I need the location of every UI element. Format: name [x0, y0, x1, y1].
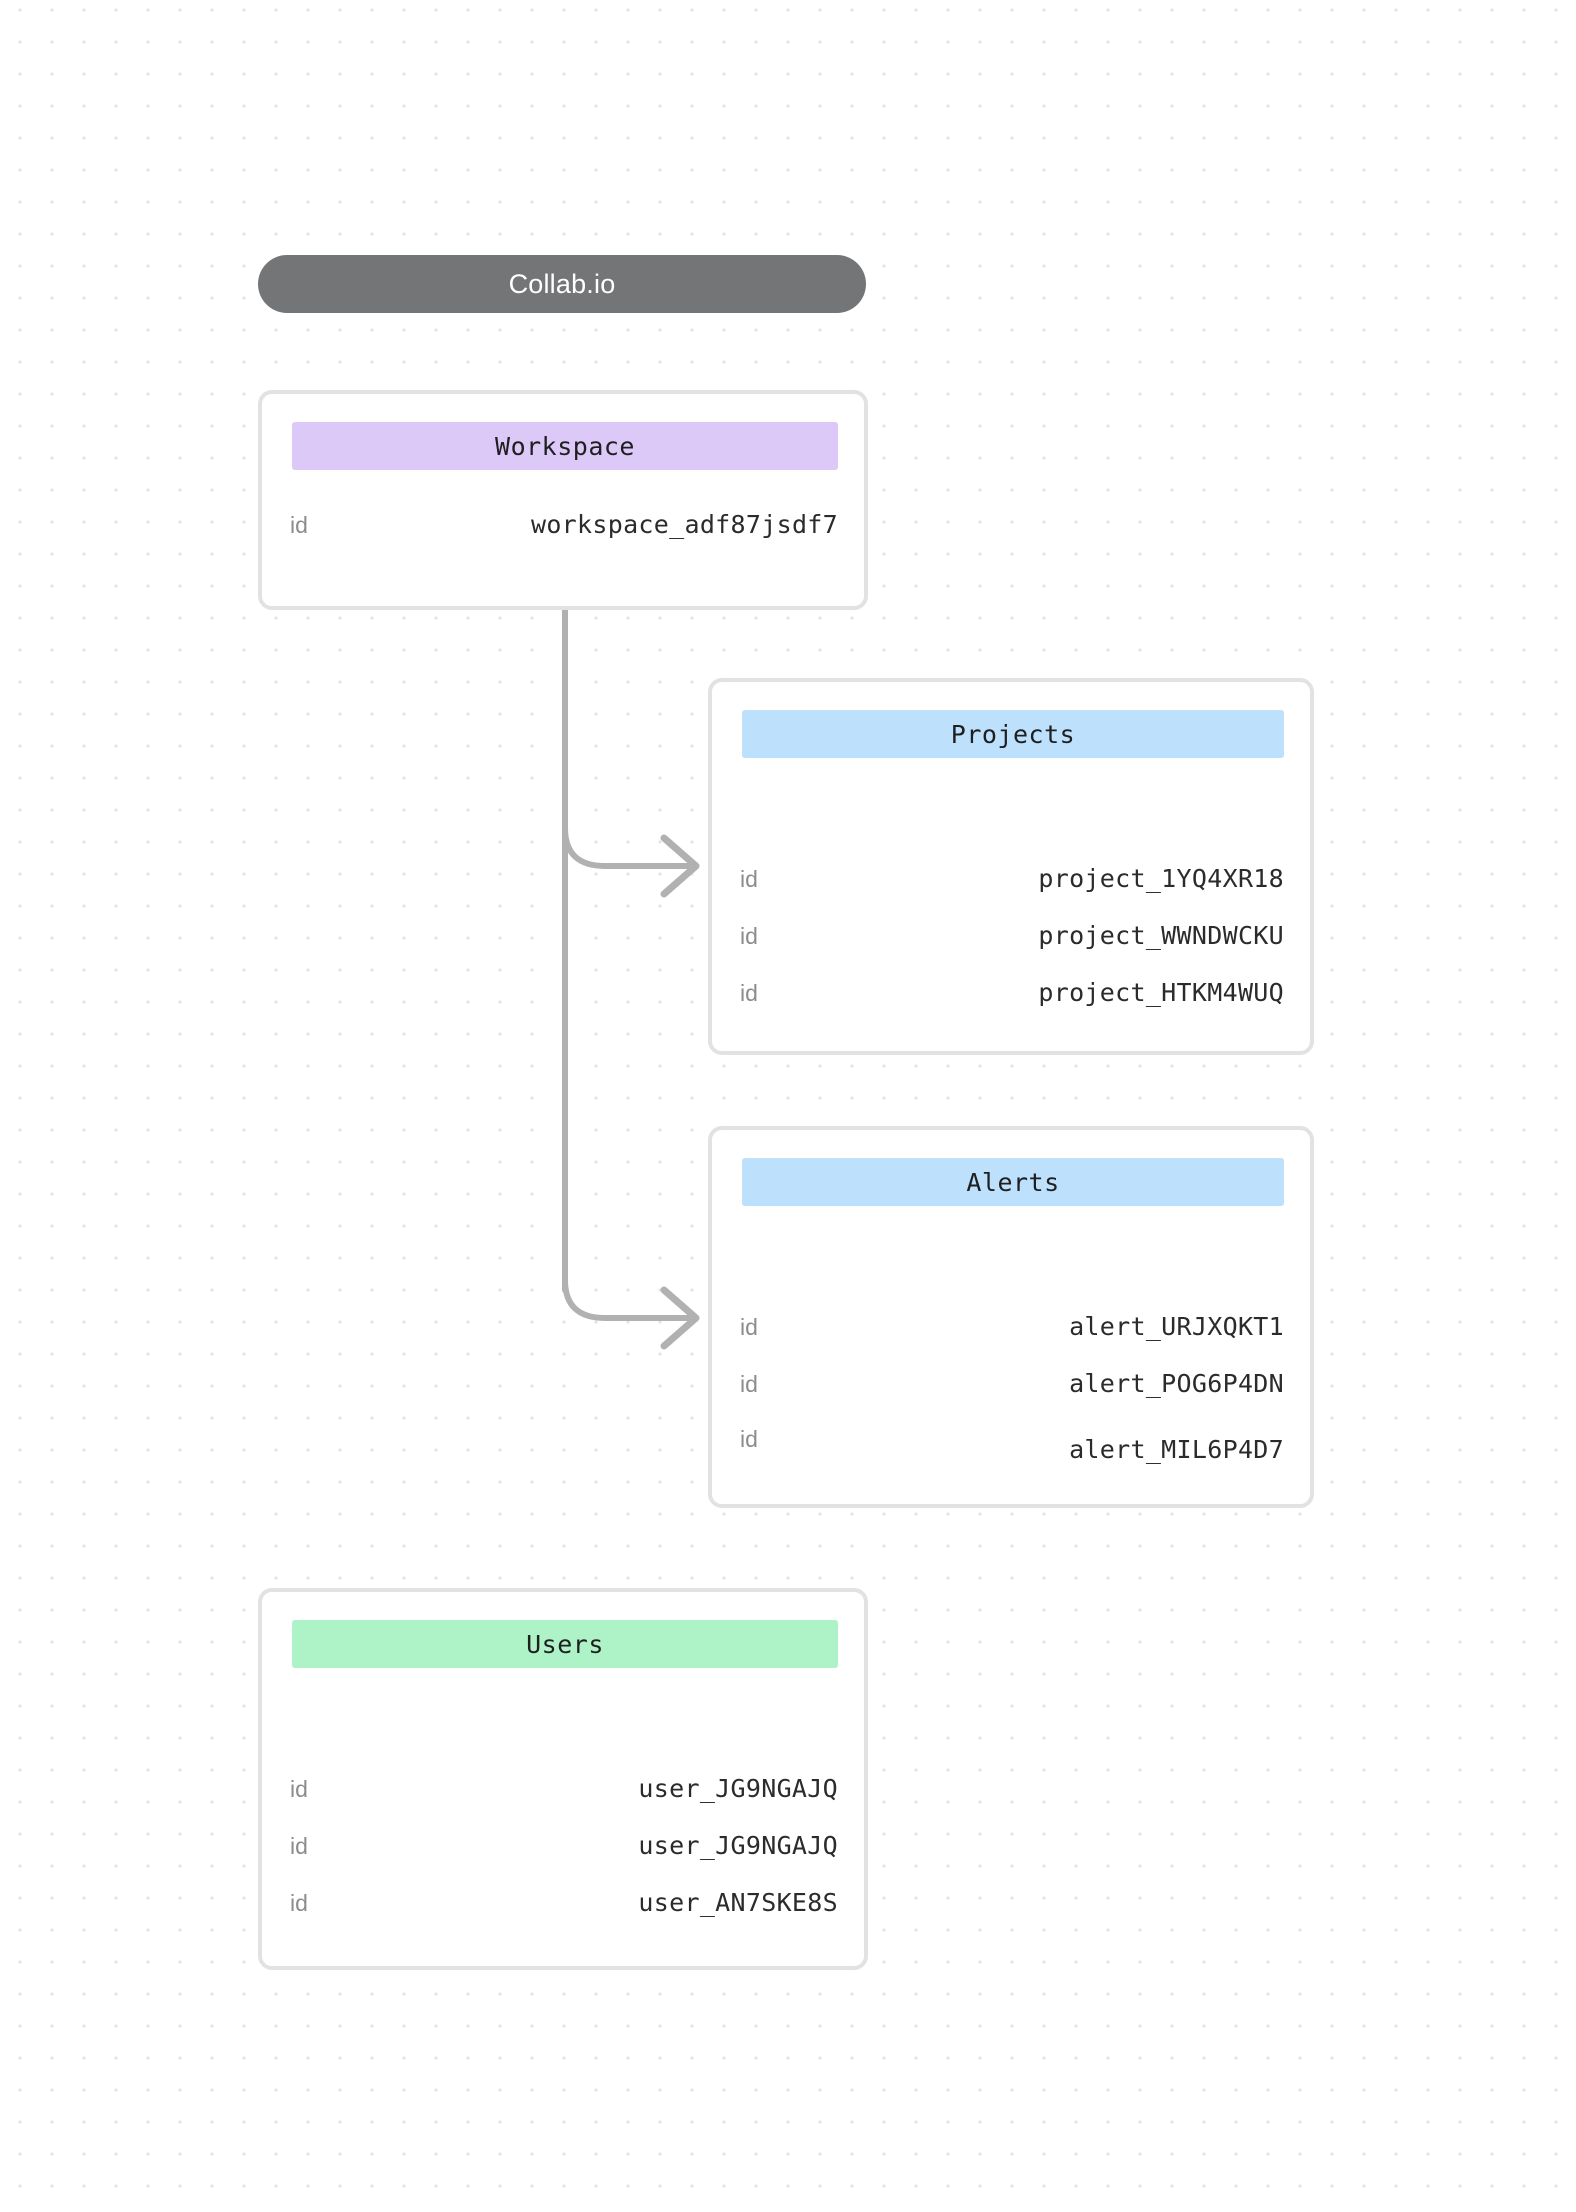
entity-row: id workspace_adf87jsdf7	[290, 510, 838, 544]
entity-title-alerts: Alerts	[966, 1167, 1060, 1197]
entity-card-users[interactable]: Users id user_JG9NGAJQ id user_JG9NGAJQ …	[258, 1588, 868, 1970]
row-value: alert_POG6P4DN	[1069, 1369, 1284, 1398]
entity-header-projects: Projects	[742, 710, 1284, 758]
entity-row: id project_1YQ4XR18	[740, 864, 1284, 898]
entity-row: id project_WWNDWCKU	[740, 921, 1284, 955]
row-key: id	[740, 866, 758, 892]
entity-row: id alert_URJXQKT1	[740, 1312, 1284, 1346]
diagram-title-text: Collab.io	[508, 268, 616, 299]
entity-header-workspace: Workspace	[292, 422, 838, 470]
entity-row: id alert_POG6P4DN	[740, 1369, 1284, 1403]
row-value: user_AN7SKE8S	[638, 1888, 838, 1917]
entity-title-workspace: Workspace	[495, 431, 635, 461]
entity-card-alerts[interactable]: Alerts id alert_URJXQKT1 id alert_POG6P4…	[708, 1126, 1314, 1508]
entity-title-users: Users	[526, 1629, 604, 1659]
row-key: id	[740, 1314, 758, 1340]
entity-card-projects[interactable]: Projects id project_1YQ4XR18 id project_…	[708, 678, 1314, 1055]
row-value: user_JG9NGAJQ	[638, 1774, 838, 1803]
row-value: project_1YQ4XR18	[1038, 864, 1284, 893]
diagram-title-pill: Collab.io	[258, 255, 866, 313]
row-value: user_JG9NGAJQ	[638, 1831, 838, 1860]
entity-title-projects: Projects	[950, 719, 1076, 749]
row-key: id	[740, 923, 758, 949]
row-key: id	[740, 1371, 758, 1397]
entity-row: id user_JG9NGAJQ	[290, 1774, 838, 1808]
row-key: id	[740, 1426, 758, 1452]
row-key: id	[290, 1833, 308, 1859]
row-value: project_WWNDWCKU	[1038, 921, 1284, 950]
row-value: workspace_adf87jsdf7	[530, 510, 838, 539]
entity-row: id project_HTKM4WUQ	[740, 978, 1284, 1012]
row-value: alert_MIL6P4D7	[1069, 1435, 1284, 1464]
entity-header-users: Users	[292, 1620, 838, 1668]
entity-row: id alert_MIL6P4D7	[740, 1426, 1284, 1464]
entity-card-workspace[interactable]: Workspace id workspace_adf87jsdf7	[258, 390, 868, 610]
row-key: id	[290, 512, 308, 538]
row-key: id	[740, 980, 758, 1006]
row-key: id	[290, 1776, 308, 1802]
entity-header-alerts: Alerts	[742, 1158, 1284, 1206]
entity-row: id user_JG9NGAJQ	[290, 1831, 838, 1865]
row-value: alert_URJXQKT1	[1069, 1312, 1284, 1341]
row-value: project_HTKM4WUQ	[1038, 978, 1284, 1007]
row-key: id	[290, 1890, 308, 1916]
entity-row: id user_AN7SKE8S	[290, 1888, 838, 1922]
